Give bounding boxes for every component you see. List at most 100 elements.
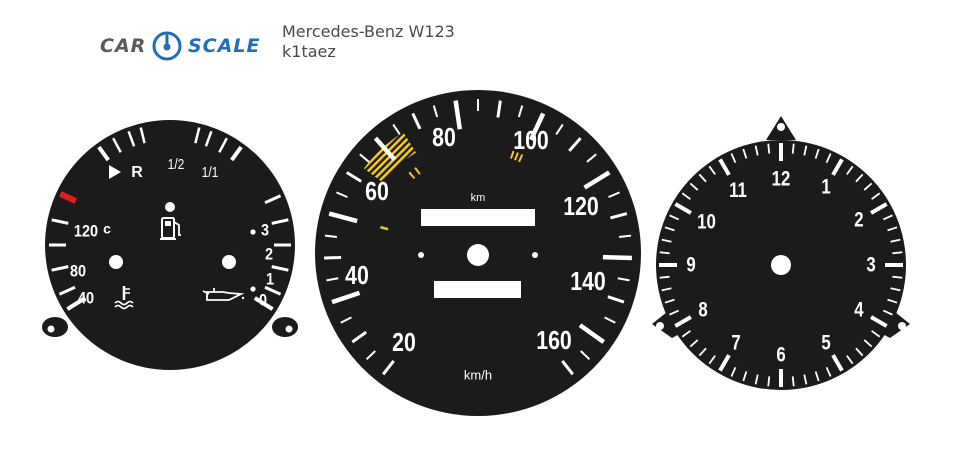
speed-tick-10	[351, 330, 368, 344]
gear-mark-2-0	[408, 171, 416, 180]
oil-tick-0	[264, 194, 282, 205]
speed-major-tick-20	[331, 290, 361, 305]
clock-minute-tick-39	[681, 330, 691, 338]
odometer-window	[421, 209, 535, 226]
speed-label-80: 80	[432, 123, 456, 153]
clock-minute-tick-13	[890, 238, 901, 243]
fuel-label-reserve: R	[131, 164, 143, 181]
speed-tick-70	[411, 112, 422, 130]
speed-minor-tick-45	[336, 191, 348, 199]
fuel-tick-0	[97, 145, 110, 162]
clock-numeral-11: 11	[729, 179, 747, 202]
speed-minor-tick-115	[586, 153, 597, 163]
clock-hour-tick-2	[870, 202, 888, 215]
right-indicator-dot	[532, 252, 538, 258]
clock-minute-tick-27	[814, 371, 820, 382]
speed-minor-tick-25	[326, 277, 339, 282]
speed-minor-tick-75	[432, 105, 439, 118]
speed-tick-130	[610, 212, 628, 220]
speed-label-20: 20	[392, 328, 416, 358]
clock-numeral-9: 9	[686, 254, 695, 277]
speed-tick-90	[496, 100, 502, 118]
fuel-label-half: 1/2	[168, 156, 185, 173]
oil-needle-pivot	[222, 255, 236, 269]
temp-needle-pivot	[109, 255, 123, 269]
reserve-arrow-icon	[109, 165, 121, 179]
fuel-tick-5	[204, 130, 213, 147]
speed-major-tick-80	[453, 100, 463, 130]
speed-minor-tick-165	[580, 350, 591, 361]
clock-minute-tick-54	[708, 165, 716, 175]
clock-numeral-10: 10	[697, 211, 716, 234]
oil-label-2: 2	[265, 245, 273, 263]
clock-minute-tick-52	[689, 182, 699, 191]
clock-hour-tick-8	[674, 315, 692, 328]
speed-minor-tick-35	[324, 234, 338, 238]
speed-major-tick-40	[328, 211, 358, 224]
speed-tick-30	[324, 256, 342, 260]
gauge-logo-icon	[152, 31, 182, 61]
clock-hour-tick-7	[718, 354, 731, 372]
clock-minute-tick-9	[871, 192, 881, 200]
left-mount-tab	[42, 317, 68, 337]
clock-hour-tick-5	[831, 354, 844, 372]
speed-minor-tick-5	[365, 350, 376, 361]
gear-mark-2-1	[414, 167, 421, 175]
oil-label-1: 1	[266, 270, 274, 288]
clock-hour-tick-4	[870, 315, 888, 328]
clock-numeral-5: 5	[821, 332, 831, 355]
speed-tick-170	[561, 360, 574, 376]
clock-minute-tick-31	[767, 376, 771, 387]
clock-numeral-2: 2	[854, 209, 863, 232]
clock-minute-tick-38	[689, 339, 699, 348]
clock-minute-tick-29	[791, 376, 795, 387]
speed-tick-50	[345, 171, 363, 183]
clock-minute-tick-32	[754, 374, 759, 385]
page-title: Mercedes-Benz W123 k1taez	[282, 22, 455, 62]
clock-minute-tick-2	[803, 145, 808, 156]
temp-label-unit: c	[103, 221, 111, 237]
clock-minute-tick-41	[669, 309, 680, 316]
fuel-tick-1	[112, 137, 122, 153]
clock-top-hole	[777, 123, 785, 131]
clock-minute-tick-26	[825, 366, 832, 377]
clock-numeral-3: 3	[866, 254, 875, 277]
clock-minute-tick-12	[887, 226, 898, 232]
clock-minute-tick-33	[742, 371, 748, 382]
speed-minor-tick-145	[617, 277, 630, 282]
speed-minor-tick-105	[555, 123, 564, 136]
oil-dot-high	[250, 229, 256, 235]
trip-odometer-window	[434, 281, 521, 298]
clock-minute-tick-17	[890, 287, 901, 292]
speed-label-120: 120	[563, 192, 599, 222]
clock-minute-tick-6	[846, 165, 854, 175]
speed-minor-tick-95	[517, 105, 524, 118]
model-name: Mercedes-Benz W123	[282, 22, 455, 41]
oil-dot-low	[250, 286, 256, 292]
oil-tick-3	[271, 265, 289, 272]
clock-minute-tick-16	[892, 275, 903, 279]
clock-minute-tick-48	[664, 226, 675, 232]
clock-minute-tick-23	[855, 347, 864, 357]
speed-minor-tick-65	[392, 123, 401, 136]
oil-tick-low	[253, 296, 274, 311]
oil-tick-4	[264, 285, 282, 296]
right-mount-tab	[272, 317, 298, 337]
temp-label-120: 120	[74, 222, 98, 240]
brand-right: SCALE	[188, 35, 261, 57]
gear-mark-3-0	[509, 150, 515, 159]
clock-hour-tick-10	[674, 202, 692, 215]
fuel-label-full: 1/1	[202, 164, 219, 181]
speed-tick-150	[607, 295, 625, 304]
brand-logo: CAR SCALE	[100, 29, 265, 63]
clock-minute-tick-34	[730, 366, 737, 377]
temp-tick-2	[51, 265, 69, 272]
brand-left: CAR	[100, 35, 147, 57]
clock-minute-tick-46	[659, 251, 670, 255]
speed-needle-pivot	[467, 244, 489, 266]
odometer-unit: km	[471, 192, 486, 204]
clock-minute-tick-3	[814, 148, 820, 159]
